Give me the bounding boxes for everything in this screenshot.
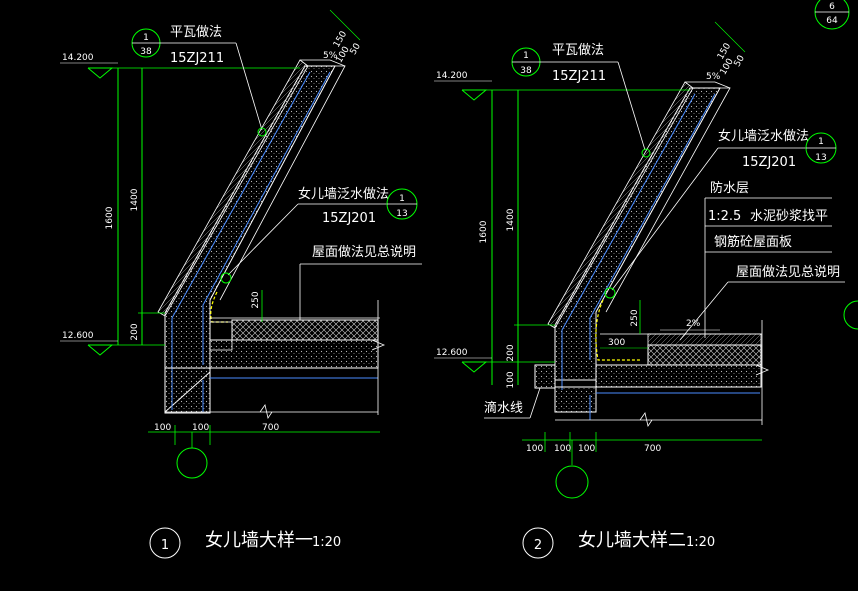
slope-2: 5% <box>706 72 721 82</box>
svg-text:1: 1 <box>143 33 149 43</box>
svg-text:50: 50 <box>349 42 364 57</box>
axis-bubble-1 <box>176 447 208 479</box>
axis-bubble-2 <box>555 465 589 499</box>
detail-number-1: 1 <box>161 538 169 553</box>
dim-2-bottom-a: 100 <box>526 444 543 454</box>
roof-slab-1 <box>209 339 379 369</box>
dim-2-bottom-d: 700 <box>644 444 661 454</box>
dim-2-200: 200 <box>506 344 516 361</box>
detail-title-1: 女儿墙大样一 <box>205 530 313 551</box>
drip-line-label-2: 滴水线 <box>484 400 523 416</box>
dim-1-1400: 1400 <box>130 188 140 211</box>
elevation-top-1: 14.200 <box>60 53 118 79</box>
dim-1-250: 250 <box>251 291 261 308</box>
flashing-code-1: 15ZJ201 <box>322 211 376 226</box>
svg-text:38: 38 <box>140 47 152 57</box>
svg-text:38: 38 <box>520 66 532 76</box>
svg-text:13: 13 <box>815 153 826 163</box>
tile-method-2: 平瓦做法 <box>552 43 604 58</box>
layer-waterproof-2: 防水层 <box>710 180 749 196</box>
svg-text:1: 1 <box>523 51 529 61</box>
elevation-bottom-2: 12.600 <box>434 348 492 373</box>
svg-text:1: 1 <box>818 137 824 147</box>
dim-2-300: 300 <box>608 338 625 348</box>
top-dims-1: 150 100 50 <box>332 29 364 65</box>
svg-text:150: 150 <box>716 41 733 61</box>
tile-method-1: 平瓦做法 <box>170 25 222 40</box>
roof-note-2: 屋面做法见总说明 <box>736 265 840 280</box>
detail-number-2: 2 <box>534 538 542 553</box>
dim-2-1600: 1600 <box>479 220 489 243</box>
roof-slab-2 <box>595 364 762 388</box>
dim-1-bottom-c: 700 <box>262 423 279 433</box>
svg-text:50: 50 <box>733 54 748 69</box>
roof-tile-layer-1 <box>157 59 309 317</box>
detail-scale-1: 1:20 <box>312 535 341 550</box>
insulation-layer-1 <box>231 319 379 341</box>
detail-1: 1600 1400 200 250 14.200 12.600 150 100 … <box>60 9 422 559</box>
detail-number-circle-1 <box>149 527 181 559</box>
edge-bubble <box>843 300 858 330</box>
elevation-top-2: 14.200 <box>434 71 492 101</box>
detail-scale-2: 1:20 <box>686 535 715 550</box>
insulation-layer-2 <box>647 344 762 366</box>
dim-2-bottom-c: 100 <box>578 444 595 454</box>
svg-text:12.600: 12.600 <box>436 348 468 358</box>
detail-number-circle-2 <box>522 527 554 559</box>
svg-text:13: 13 <box>396 209 407 219</box>
elevation-bottom-1: 12.600 <box>60 331 118 356</box>
svg-text:14.200: 14.200 <box>436 71 468 81</box>
dim-2-100: 100 <box>506 371 516 388</box>
corner-sheet-tag: 6 64 <box>814 0 850 30</box>
dim-2-1400: 1400 <box>506 208 516 231</box>
dim-1-1600: 1600 <box>105 206 115 229</box>
flashing-method-2: 女儿墙泛水做法 <box>718 128 809 144</box>
detail-2: 1600 1400 200 100 250 300 2% 14.200 12.6… <box>434 21 845 559</box>
dim-2-bottom-b: 100 <box>554 444 571 454</box>
svg-text:150: 150 <box>332 29 349 49</box>
dim-1-bottom-b: 100 <box>192 423 209 433</box>
svg-text:12.600: 12.600 <box>62 331 94 341</box>
tile-code-2: 15ZJ211 <box>552 69 606 84</box>
flashing-code-2: 15ZJ201 <box>742 155 796 170</box>
detail-title-2: 女儿墙大样二 <box>578 530 686 551</box>
tile-code-1: 15ZJ211 <box>170 51 224 66</box>
dim-2-250: 250 <box>630 309 640 326</box>
layer-ratio-2: 1:2.5 <box>708 209 741 224</box>
svg-text:1: 1 <box>399 194 405 204</box>
svg-text:14.200: 14.200 <box>62 53 94 63</box>
slope-1: 5% <box>323 51 338 61</box>
roof-note-1: 屋面做法见总说明 <box>312 245 416 260</box>
layer-mortar-2: 水泥砂浆找平 <box>750 209 828 224</box>
dim-1-bottom-a: 100 <box>154 423 171 433</box>
flashing-method-1: 女儿墙泛水做法 <box>298 186 389 202</box>
corner-tag-bottom: 64 <box>826 16 838 26</box>
layer-slab-2: 钢筋砼屋面板 <box>714 234 792 250</box>
corner-tag-top: 6 <box>829 2 835 12</box>
dim-1-200: 200 <box>130 323 140 340</box>
roof-tile-layer-2 <box>547 81 694 329</box>
